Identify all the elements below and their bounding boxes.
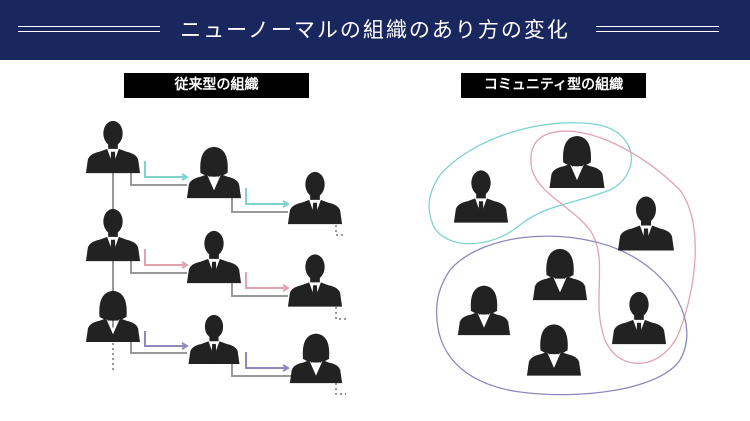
header-rule-right (596, 26, 719, 32)
person-icon (611, 291, 667, 345)
person-icon (186, 146, 242, 199)
community-circle-purple (435, 235, 688, 396)
community-org-label: コミュニティ型の組織 (461, 73, 646, 98)
page-title: ニューノーマルの組織のあり方の変化 (180, 18, 570, 42)
person-icon (287, 171, 343, 225)
person-icon (188, 314, 240, 364)
community-circle-cyan (428, 122, 633, 245)
cyan-arrows (144, 161, 290, 208)
person-icon (532, 248, 588, 301)
person-icon (289, 333, 343, 384)
pink-arrows (144, 249, 290, 292)
traditional-org-label: 従来型の組織 (124, 73, 309, 98)
person-icon (457, 285, 511, 336)
person-icon (85, 208, 141, 262)
person-icon (287, 254, 343, 307)
header-rule-left (18, 26, 160, 32)
person-icon (86, 290, 140, 342)
person-icon (618, 196, 674, 251)
person-icon (186, 230, 242, 284)
person-icon (85, 120, 141, 174)
person-icon (453, 170, 509, 223)
header-banner: ニューノーマルの組織のあり方の変化 (0, 0, 750, 60)
purple-arrows (144, 331, 290, 372)
community-circle-pink (530, 130, 696, 364)
person-icon (549, 135, 605, 188)
person-icon (526, 324, 582, 376)
